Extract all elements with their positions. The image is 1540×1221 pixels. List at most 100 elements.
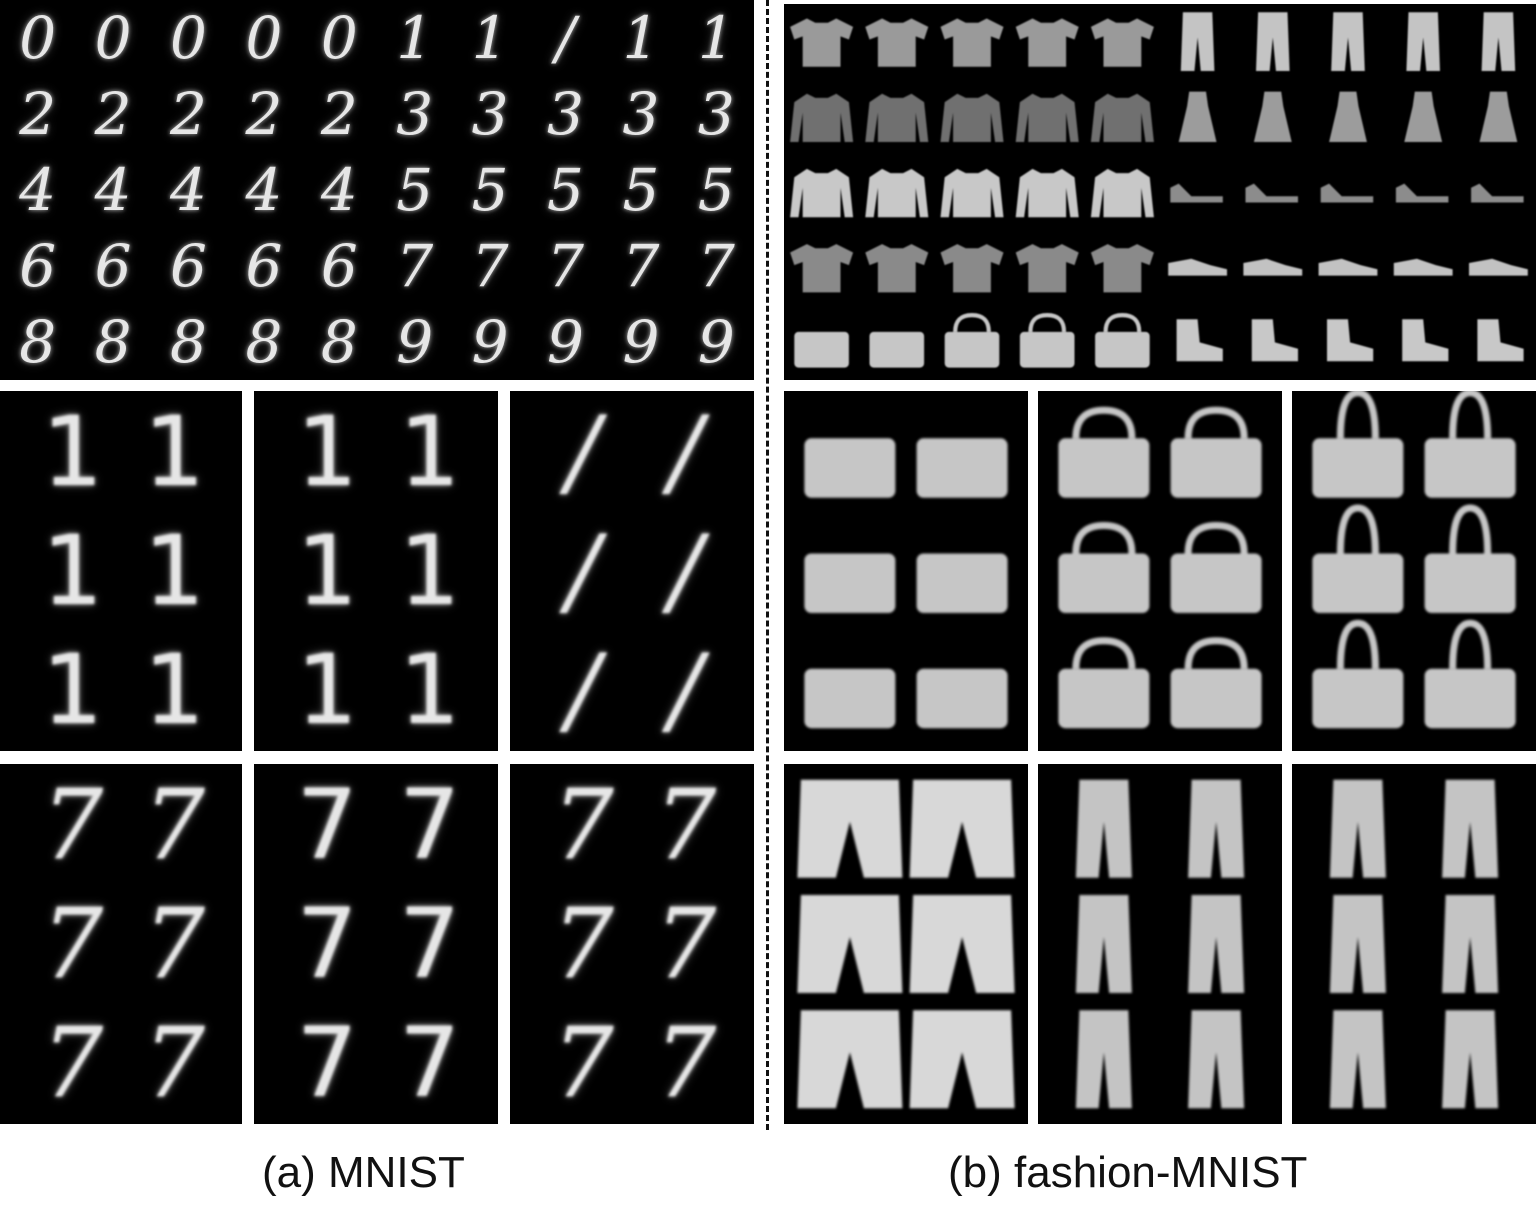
sandal-shape	[1245, 183, 1298, 203]
mnist-panel-digit: 1	[296, 396, 358, 509]
bag-handle	[1336, 619, 1379, 669]
sandal-shape	[1320, 183, 1374, 203]
dress-icon	[1253, 91, 1292, 142]
bag-handle	[1184, 406, 1248, 439]
shirt-icon	[790, 244, 854, 293]
trouser-shape	[797, 895, 903, 993]
mnist-grid-digit: 2	[170, 80, 207, 148]
trouser-shape	[1188, 1010, 1245, 1109]
mnist-grid-digit: 0	[94, 4, 132, 72]
trouser-shape	[797, 1010, 903, 1109]
bag-icon	[1312, 619, 1404, 729]
coat-icon	[865, 168, 929, 218]
mnist-grid-digit: 0	[320, 4, 358, 72]
shirt-icon	[865, 244, 929, 293]
trouser-icon	[1329, 779, 1386, 878]
mnist-grid-digit: 2	[245, 80, 283, 148]
bag-body	[1312, 438, 1404, 498]
bag-icon	[1058, 637, 1150, 729]
fashion-panel-6	[1292, 764, 1536, 1124]
trouser-shape	[909, 1010, 1015, 1109]
mnist-grid-digit: 8	[320, 308, 358, 376]
bag-icon	[1424, 391, 1516, 498]
sneaker-icon	[1243, 258, 1303, 276]
caption-mnist: (a) MNIST	[262, 1148, 465, 1197]
sneaker-icon	[1168, 258, 1227, 276]
dress-icon	[1479, 91, 1518, 142]
bag-icon	[1170, 406, 1262, 498]
bag-body	[794, 331, 849, 368]
trouser-shape	[1329, 779, 1386, 878]
mnist-grid-digit: /	[555, 4, 576, 72]
bag-body	[804, 668, 896, 729]
mnist-panel-digit: 1	[296, 633, 358, 746]
bag-body	[1095, 331, 1150, 368]
bag-icon	[804, 553, 896, 613]
trouser-shape	[1331, 12, 1365, 71]
mnist-panel-digit: /	[669, 396, 702, 509]
bag-handle	[1449, 504, 1492, 554]
bag-body	[804, 438, 896, 498]
caption-fashion-mnist: (b) fashion-MNIST	[948, 1148, 1308, 1197]
pullover-icon	[940, 93, 1004, 142]
bag-body	[1170, 553, 1262, 613]
mnist-grid-digit: 7	[622, 232, 660, 300]
mnist-grid-digit: 4	[170, 156, 207, 224]
bag-icon	[869, 331, 925, 368]
bag-icon	[1095, 312, 1150, 368]
mnist-grid-digit: 2	[320, 80, 358, 148]
bag-body	[916, 668, 1008, 729]
trouser-shape	[909, 895, 1015, 993]
bag-body	[916, 438, 1008, 498]
trouser-icon	[1331, 12, 1365, 71]
pullover-icon	[1015, 93, 1079, 142]
sneaker-shape	[1318, 258, 1378, 276]
boot-shape	[1477, 319, 1524, 362]
boot-shape	[1327, 319, 1374, 362]
coat-icon	[1015, 168, 1079, 218]
trouser-icon	[909, 895, 1015, 993]
bag-body	[1058, 438, 1150, 498]
coat-shape	[790, 168, 854, 218]
tshirt-shape	[940, 18, 1004, 67]
mnist-panel-digit: 7	[42, 888, 104, 1000]
bag-icon	[794, 331, 849, 368]
coat-icon	[1090, 168, 1154, 218]
mnist-grid-digit: 2	[19, 80, 57, 148]
trouser-shape	[909, 779, 1015, 878]
sandal-shape	[1170, 183, 1223, 203]
mnist-panel-digit: 7	[143, 1006, 205, 1119]
mnist-panel-digit: 7	[296, 888, 358, 1000]
mnist-grid-digit: 7	[697, 232, 735, 300]
mnist-grid-digit: 1	[697, 4, 735, 72]
tshirt-shape	[1015, 18, 1079, 67]
mnist-grid-digit: 3	[697, 80, 735, 148]
mnist-panel-digit: /	[669, 515, 702, 627]
trouser-icon	[797, 779, 903, 878]
trouser-icon	[1406, 12, 1440, 71]
sandal-shape	[1395, 183, 1449, 203]
tshirt-shape	[1090, 18, 1154, 67]
bag-handle	[1184, 521, 1248, 554]
mnist-panel-digit: 1	[42, 515, 104, 627]
fashion-grid-panel	[784, 4, 1536, 380]
bag-body	[1424, 438, 1516, 498]
bag-handle	[1336, 504, 1379, 554]
sneaker-icon	[1318, 258, 1378, 276]
trouser-shape	[1481, 12, 1516, 71]
sandal-icon	[1471, 183, 1524, 203]
trouser-shape	[1329, 895, 1386, 993]
trouser-shape	[1075, 779, 1132, 878]
coat-shape	[1090, 168, 1154, 218]
mnist-grid-digit: 0	[245, 4, 283, 72]
bag-body	[916, 553, 1008, 613]
tshirt-icon	[1090, 18, 1154, 67]
mnist-panel-digit: 7	[399, 1006, 461, 1119]
bag-body	[1058, 553, 1150, 613]
trouser-shape	[1329, 1010, 1386, 1109]
pullover-shape	[1015, 93, 1079, 142]
dress-shape	[1404, 91, 1443, 142]
mnist-grid-digit: 9	[622, 308, 660, 376]
